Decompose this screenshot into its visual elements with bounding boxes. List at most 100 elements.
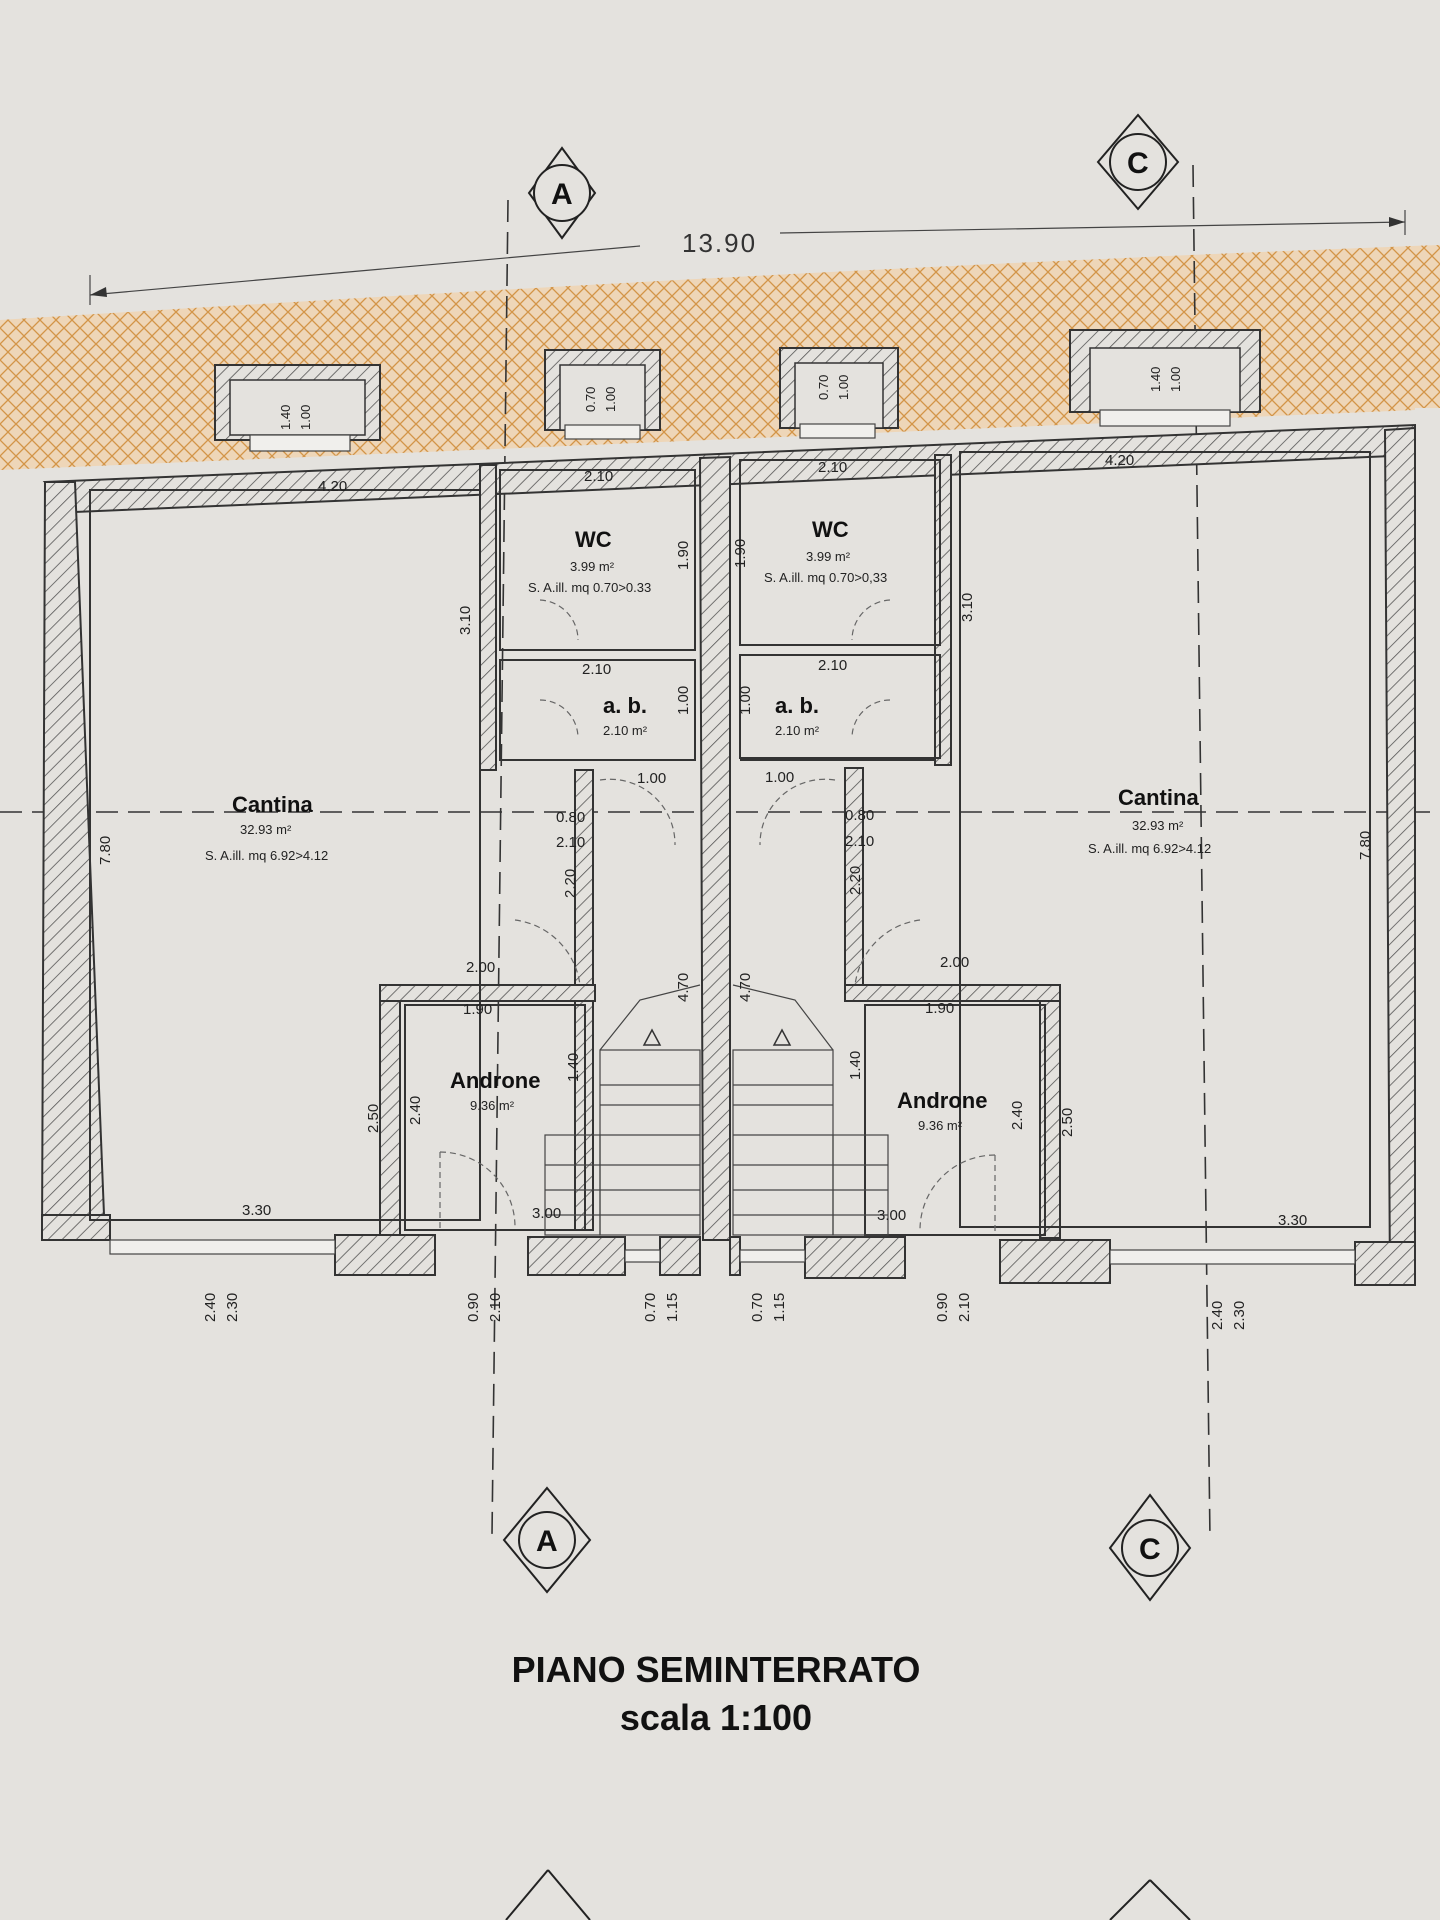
room-ab-left: a. b. 2.10 m² xyxy=(603,693,648,738)
room-area: 32.93 m² xyxy=(1132,818,1184,833)
stairs xyxy=(544,984,889,1236)
dimension-label: 7.80 xyxy=(97,836,114,865)
dimension-label: 1.00 xyxy=(737,686,754,715)
room-ratio: S. A.ill. mq 0.70>0,33 xyxy=(764,570,887,585)
room-area: 2.10 m² xyxy=(603,723,648,738)
dimension-label: 3.30 xyxy=(1278,1212,1307,1229)
axis-marker-a-top: A xyxy=(527,146,597,240)
axis-marker-a-bottom: A xyxy=(502,1486,592,1594)
axis-marker-partial-bottom xyxy=(505,1869,1191,1920)
dimension-label: 0.90 xyxy=(934,1293,951,1322)
dimension-label: 1.40 xyxy=(1148,367,1163,392)
bottom-windows xyxy=(109,1239,1356,1265)
room-area: 3.99 m² xyxy=(570,559,615,574)
room-name: Cantina xyxy=(1118,785,1199,810)
room-cantina-right: Cantina 32.93 m² S. A.ill. mq 6.92>4.12 xyxy=(1088,785,1211,856)
door-swings xyxy=(439,599,996,1232)
axis-label: C xyxy=(1139,1533,1161,1566)
dimension-label: 2.40 xyxy=(1209,1301,1226,1330)
dimension-label: 0.70 xyxy=(583,387,598,412)
dimension-label: 2.10 xyxy=(845,833,874,850)
dimension-label: 1.90 xyxy=(463,1001,492,1018)
room-name: WC xyxy=(812,517,849,542)
room-area: 9.36 m² xyxy=(918,1118,963,1133)
dimension-label: 2.30 xyxy=(224,1293,241,1322)
dimension-label: 2.20 xyxy=(847,866,864,895)
dimension-label: 1.90 xyxy=(925,1000,954,1017)
room-area: 2.10 m² xyxy=(775,723,820,738)
dimension-label: 2.40 xyxy=(1009,1101,1026,1130)
dimension-label: 2.00 xyxy=(466,959,495,976)
room-outlines xyxy=(89,451,1371,1236)
room-cantina-left: Cantina 32.93 m² S. A.ill. mq 6.92>4.12 xyxy=(205,792,328,863)
dimension-label: 0.70 xyxy=(816,375,831,400)
axis-label: A xyxy=(551,178,573,211)
dimension-labels: 4.20 2.10 2.10 4.20 2.10 2.10 1.00 1.00 … xyxy=(97,367,1374,1330)
dimension-label: 0.90 xyxy=(465,1293,482,1322)
dimension-label: 1.15 xyxy=(664,1293,681,1322)
axis-label: C xyxy=(1127,147,1149,180)
dimension-label: 0.80 xyxy=(556,809,585,826)
dimension-label: 1.90 xyxy=(675,541,692,570)
dimension-label: 1.00 xyxy=(836,375,851,400)
room-name: a. b. xyxy=(603,693,647,718)
dimension-label: 2.50 xyxy=(365,1104,382,1133)
dimension-label: 3.00 xyxy=(877,1207,906,1224)
dimension-label: 2.50 xyxy=(1059,1108,1076,1137)
dimension-label: 4.70 xyxy=(737,973,754,1002)
dimension-label: 1.40 xyxy=(847,1051,864,1080)
dimension-label: 0.70 xyxy=(642,1293,659,1322)
dimension-label: 2.10 xyxy=(582,661,611,678)
dimension-label: 2.10 xyxy=(818,459,847,476)
dimension-label: 1.40 xyxy=(565,1053,582,1082)
room-name: WC xyxy=(575,527,612,552)
dimension-label: 2.20 xyxy=(562,869,579,898)
dimension-label: 1.00 xyxy=(765,769,794,786)
dimension-label: 0.80 xyxy=(845,807,874,824)
room-ratio: S. A.ill. mq 6.92>4.12 xyxy=(205,848,328,863)
overall-dimension-label: 13.90 xyxy=(682,228,757,258)
axis-label: A xyxy=(536,1525,558,1558)
room-name: a. b. xyxy=(775,693,819,718)
room-name: Androne xyxy=(450,1068,540,1093)
dimension-label: 1.00 xyxy=(675,686,692,715)
dimension-label: 4.20 xyxy=(318,478,347,495)
room-ab-right: a. b. 2.10 m² xyxy=(775,693,820,738)
dimension-label: 2.10 xyxy=(818,657,847,674)
dimension-label: 1.90 xyxy=(732,539,749,568)
dimension-label: 2.00 xyxy=(940,954,969,971)
axis-marker-c-bottom: C xyxy=(1108,1493,1192,1602)
dimension-label: 2.30 xyxy=(1231,1301,1248,1330)
dimension-label: 2.40 xyxy=(407,1096,424,1125)
dimension-label: 3.10 xyxy=(959,593,976,622)
dimension-label: 1.00 xyxy=(298,405,313,430)
dimension-label: 2.10 xyxy=(584,468,613,485)
title-line1: PIANO SEMINTERRATO xyxy=(512,1649,921,1690)
room-name: Cantina xyxy=(232,792,313,817)
dimension-label: 7.80 xyxy=(1357,831,1374,860)
dimension-label: 1.40 xyxy=(278,405,293,430)
dimension-label: 2.40 xyxy=(202,1293,219,1322)
dimension-label: 3.30 xyxy=(242,1202,271,1219)
room-androne-left: Androne 9.36 m² xyxy=(450,1068,540,1113)
dimension-label: 4.20 xyxy=(1105,452,1134,469)
dimension-label: 2.10 xyxy=(487,1293,504,1322)
dimension-label: 2.10 xyxy=(956,1293,973,1322)
title-line2: scala 1:100 xyxy=(620,1697,812,1738)
dimension-label: 0.70 xyxy=(749,1293,766,1322)
dimension-label: 3.00 xyxy=(532,1205,561,1222)
room-area: 3.99 m² xyxy=(806,549,851,564)
dimension-label: 1.00 xyxy=(1168,367,1183,392)
room-ratio: S. A.ill. mq 0.70>0.33 xyxy=(528,580,651,595)
dimension-label: 4.70 xyxy=(675,973,692,1002)
drawing-title: PIANO SEMINTERRATO scala 1:100 xyxy=(512,1649,921,1738)
room-area: 32.93 m² xyxy=(240,822,292,837)
overall-dimension: 13.90 xyxy=(89,210,1406,305)
room-ratio: S. A.ill. mq 6.92>4.12 xyxy=(1088,841,1211,856)
dimension-label: 1.15 xyxy=(771,1293,788,1322)
room-androne-right: Androne 9.36 m² xyxy=(897,1088,987,1133)
light-wells xyxy=(214,329,1261,452)
dimension-label: 1.00 xyxy=(603,387,618,412)
dimension-label: 3.10 xyxy=(457,606,474,635)
